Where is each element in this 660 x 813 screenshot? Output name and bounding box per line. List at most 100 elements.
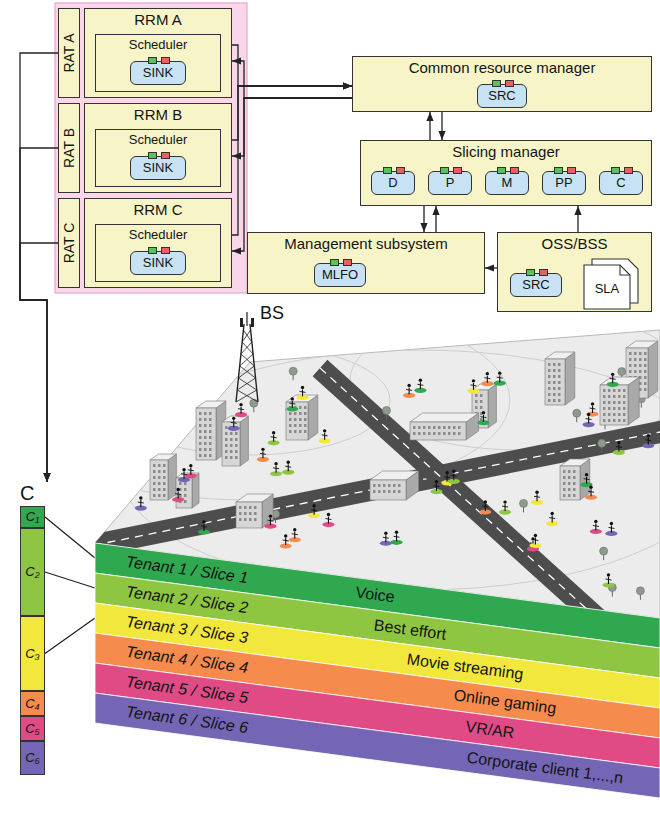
capacity-bar: C₁C₂C₃C₄C₅C₆C bbox=[18, 482, 52, 776]
capacity-segment: C₂ bbox=[20, 528, 45, 616]
user bbox=[546, 512, 558, 526]
building-window bbox=[433, 432, 436, 435]
user-arms bbox=[588, 491, 594, 492]
building-window bbox=[209, 442, 212, 445]
building-window bbox=[644, 370, 647, 373]
user-arms bbox=[175, 494, 181, 495]
user-body bbox=[273, 435, 274, 442]
user-body bbox=[535, 537, 536, 544]
building-window bbox=[458, 432, 461, 435]
rat-box: RAT C bbox=[58, 198, 80, 288]
user-arms bbox=[383, 537, 389, 538]
user-body bbox=[385, 535, 386, 542]
function-chip: M bbox=[485, 171, 529, 195]
user bbox=[479, 500, 491, 514]
user bbox=[391, 531, 403, 545]
building-front bbox=[410, 422, 466, 440]
user-head bbox=[498, 371, 501, 374]
building-window bbox=[204, 436, 207, 439]
user-body bbox=[453, 473, 454, 480]
document-label: SLA bbox=[584, 280, 630, 298]
user-arms bbox=[267, 520, 273, 521]
user bbox=[282, 460, 294, 474]
road-marking bbox=[320, 368, 610, 630]
building-window bbox=[199, 412, 202, 415]
building-window bbox=[623, 413, 626, 416]
building-window bbox=[629, 370, 632, 373]
building-top bbox=[196, 401, 226, 408]
building-window bbox=[613, 413, 616, 416]
user bbox=[494, 371, 506, 385]
building-window bbox=[199, 424, 202, 427]
building-window bbox=[254, 506, 257, 509]
building-window bbox=[158, 482, 161, 485]
box-title: RRM C bbox=[85, 199, 231, 219]
building-top bbox=[545, 352, 575, 359]
chip-label: P bbox=[429, 172, 471, 193]
building-window bbox=[378, 490, 381, 493]
building-window bbox=[413, 432, 416, 435]
building-window bbox=[393, 484, 396, 487]
building-window bbox=[153, 482, 156, 485]
building-window bbox=[230, 450, 233, 453]
building-window bbox=[225, 432, 228, 435]
user-arms bbox=[616, 446, 622, 447]
building-window bbox=[453, 426, 456, 429]
user bbox=[380, 532, 392, 546]
building-window bbox=[244, 506, 247, 509]
building-window bbox=[548, 363, 551, 366]
manager-box: SINKSchedulerRRM C bbox=[84, 198, 232, 288]
building-top bbox=[222, 416, 248, 422]
building-window bbox=[553, 375, 556, 378]
user-body bbox=[588, 417, 589, 424]
user-arms bbox=[260, 453, 266, 454]
building-window bbox=[230, 432, 233, 435]
building-window bbox=[204, 454, 207, 457]
building-window bbox=[199, 430, 202, 433]
user bbox=[297, 386, 309, 400]
building-window bbox=[480, 406, 483, 409]
user-body bbox=[648, 438, 649, 445]
port-square bbox=[539, 269, 548, 276]
user-arms bbox=[497, 377, 503, 378]
user bbox=[607, 373, 619, 387]
building bbox=[196, 401, 226, 460]
user-arms bbox=[593, 525, 599, 526]
building-window bbox=[553, 381, 556, 384]
user-arms bbox=[394, 536, 400, 537]
slice-layer: Tenant 6 / Slice 6Corporate client 1,...… bbox=[95, 693, 660, 798]
tower-brace bbox=[238, 378, 256, 390]
user-head bbox=[176, 488, 179, 491]
port-square bbox=[148, 152, 157, 159]
box-title: RRM B bbox=[85, 104, 231, 124]
tower-brace bbox=[242, 330, 250, 342]
user bbox=[185, 464, 197, 478]
building-window bbox=[244, 512, 247, 515]
user-arms bbox=[289, 403, 295, 404]
building-window bbox=[239, 518, 242, 521]
building-window bbox=[480, 400, 483, 403]
base-station-tower bbox=[236, 312, 258, 402]
user-body bbox=[473, 383, 474, 390]
road-marking bbox=[80, 428, 660, 548]
building-window bbox=[199, 454, 202, 457]
capacity-segment: C₄ bbox=[20, 691, 45, 716]
building-window bbox=[163, 476, 166, 479]
building-window bbox=[443, 432, 446, 435]
building-window bbox=[184, 482, 187, 485]
user-body bbox=[420, 382, 421, 389]
user-head bbox=[482, 411, 485, 414]
building-window bbox=[153, 470, 156, 473]
building-window bbox=[608, 407, 611, 410]
building-window bbox=[299, 430, 302, 433]
document-page bbox=[584, 265, 630, 309]
building-window bbox=[553, 393, 556, 396]
user-head bbox=[269, 514, 272, 517]
box-title: Scheduler bbox=[96, 130, 220, 148]
user-body bbox=[294, 532, 295, 539]
building-top bbox=[600, 377, 639, 385]
user-head bbox=[232, 417, 235, 420]
building-front bbox=[176, 478, 192, 508]
user-body bbox=[499, 375, 500, 382]
